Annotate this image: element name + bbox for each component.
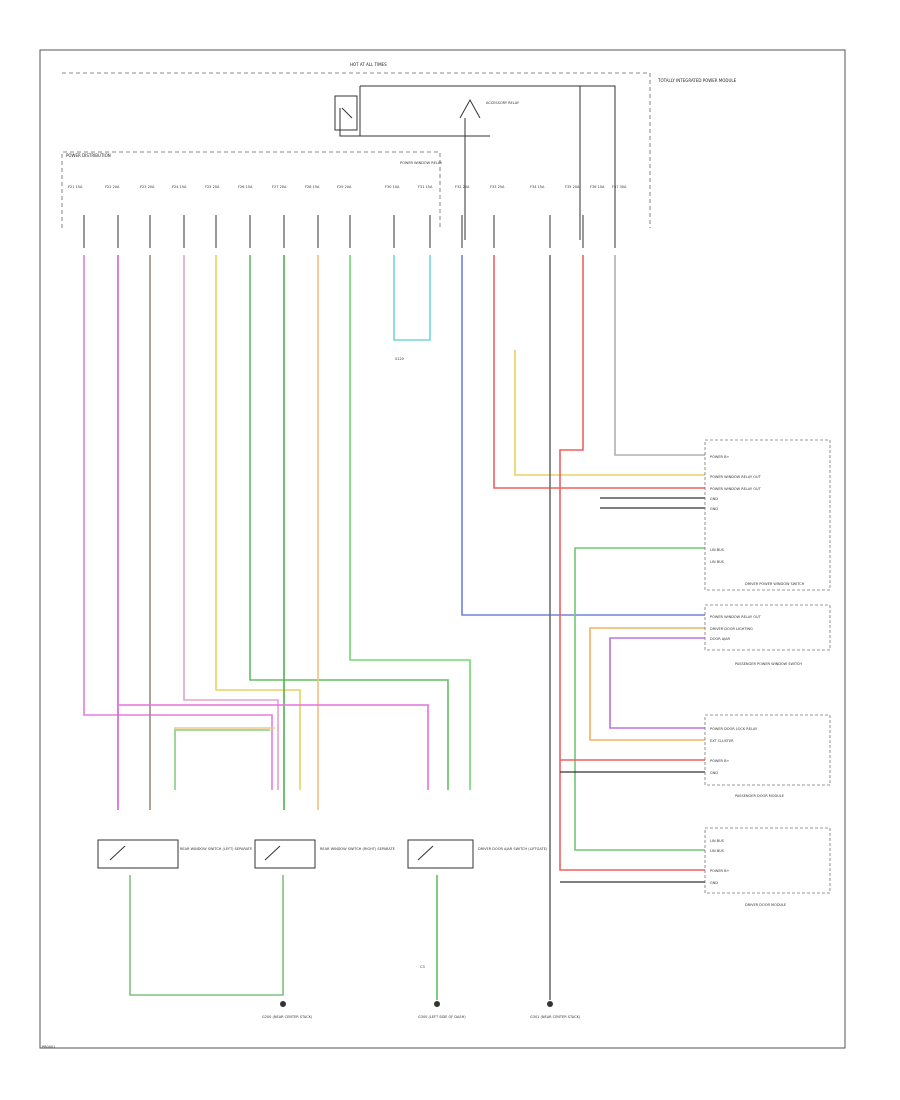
wire-lightgray — [614, 255, 705, 456]
block-pin: LIN BUS — [710, 849, 725, 853]
wire-yellow-5 — [215, 255, 301, 790]
block-title: PASSENGER DOOR MODULE — [735, 794, 784, 798]
wire-yellow-left — [174, 727, 275, 730]
wire-yellow-relay — [514, 350, 705, 476]
block-pin: GND — [710, 881, 718, 885]
ground-right-label: G301 (NEAR CENTER STACK) — [530, 1015, 581, 1019]
wire-red-2 — [559, 255, 705, 871]
driver-door-module — [704, 827, 831, 894]
switch-label: DRIVER DOOR AJAR SWITCH (LIFTGATE) — [478, 847, 548, 851]
power-feed — [339, 86, 361, 137]
block-title: DRIVER DOOR MODULE — [745, 903, 786, 907]
block-pin: GND — [710, 771, 718, 775]
connector-lower: C3 — [420, 965, 425, 969]
diagram-frame — [39, 49, 846, 1049]
passenger-power-window-switch — [704, 604, 831, 651]
ground-center-icon — [434, 1001, 440, 1007]
fuse-label: F25 20A — [205, 185, 220, 189]
block-pin: POWER B+ — [710, 455, 729, 459]
block-pin: POWER B+ — [710, 869, 729, 873]
power-feed-main — [360, 85, 616, 240]
fuse-label: F24 15A — [172, 185, 187, 189]
power-label: HOT AT ALL TIMES — [350, 62, 387, 67]
block-pin: LIN BUS — [710, 560, 725, 564]
fuse-label: F33 25A — [490, 185, 505, 189]
fuse-label: F34 15A — [530, 185, 545, 189]
fuse-pins — [83, 215, 616, 248]
block-pin: POWER WINDOW RELAY OUT — [710, 475, 762, 479]
wire-green-6 — [249, 255, 449, 790]
wire-ground-left — [129, 875, 284, 996]
block-pin: POWER WINDOW RELAY OUT — [710, 615, 762, 619]
fuse-label: F28 15A — [305, 185, 320, 189]
fuse-box-outline — [61, 151, 441, 228]
corner-label: PB0001 — [42, 1045, 55, 1049]
switch-label: REAR WINDOW SWITCH (RIGHT) SEPARATE — [320, 847, 395, 851]
fuse-label: F37 30A — [612, 185, 627, 189]
fuse-label: F21 15A — [68, 185, 83, 189]
fuse-label: F22 20A — [105, 185, 120, 189]
power-dist-label: POWER DISTRIBUTION — [66, 153, 111, 158]
wire-lightgreen-9 — [349, 255, 471, 790]
wire-orange-pass — [589, 627, 705, 741]
wire-blue — [461, 255, 705, 616]
fuse-label: F26 15A — [238, 185, 253, 189]
power-window-relay — [334, 95, 358, 131]
block-pin: DOOR AJAR — [710, 637, 731, 641]
rear-window-switch-right — [254, 839, 316, 869]
gnd-lines — [560, 497, 705, 883]
passenger-door-module — [704, 714, 831, 786]
block-pin: POWER WINDOW RELAY OUT — [710, 487, 762, 491]
block-pin: GND — [710, 507, 718, 511]
wire-pink-cross — [117, 700, 429, 790]
accessory-relay-label: ACCESSORY RELAY — [486, 101, 520, 105]
fuse-label: F23 20A — [140, 185, 155, 189]
ground-left-label: G200 (NEAR CENTER STACK) — [262, 1015, 313, 1019]
totally-integrated-label: TOTALLY INTEGRATED POWER MODULE — [657, 78, 737, 83]
wire-red-1 — [493, 255, 705, 489]
block-pin: DRIVER DOOR LIGHTING — [710, 627, 753, 631]
block-pin: LIN BUS — [710, 548, 725, 552]
ground-center-label: G300 (LEFT SIDE OF DASH) — [418, 1015, 466, 1019]
block-title: DRIVER POWER WINDOW SWITCH — [745, 582, 805, 586]
wire-purple — [609, 637, 705, 729]
driver-power-window-switch — [704, 439, 831, 591]
ground-right-icon — [547, 1001, 553, 1007]
fuse-label: F35 20A — [565, 185, 580, 189]
fuse-label: F31 15A — [418, 185, 433, 189]
relay-label: POWER WINDOW RELAY — [400, 161, 443, 165]
block-pin: POWER B+ — [710, 759, 729, 763]
fuse-label: F32 20A — [455, 185, 470, 189]
wire-cyan-loop — [393, 255, 431, 341]
accessory-relay — [459, 98, 481, 240]
rear-window-switch-left — [97, 839, 179, 869]
fuse-label: F30 10A — [385, 185, 400, 189]
door-ajar-switch — [407, 839, 474, 869]
block-pin: EXT CLUSTER — [710, 739, 734, 743]
ground-left-icon — [280, 1001, 286, 1007]
wire-green-left-switch — [174, 729, 270, 790]
fuse-row: F21 15A F22 20A F23 20A F24 15A F25 20A … — [68, 185, 627, 189]
switch-label: REAR WINDOW SWITCH (LEFT) SEPARATE — [180, 847, 252, 851]
wire-pink-1 — [83, 255, 273, 790]
fuse-label: F27 20A — [272, 185, 287, 189]
block-pin: POWER DOOR LOCK RELAY — [710, 727, 758, 731]
fuse-label: F29 20A — [337, 185, 352, 189]
splice-label: S120 — [395, 357, 404, 361]
fuse-label: F36 10A — [590, 185, 605, 189]
block-title: PASSENGER POWER WINDOW SWITCH — [735, 662, 802, 666]
wire-green-lin — [574, 547, 705, 851]
block-pin: GND — [710, 497, 718, 501]
block-pin: LIN BUS — [710, 839, 725, 843]
wire-lightpink-4 — [183, 255, 279, 790]
